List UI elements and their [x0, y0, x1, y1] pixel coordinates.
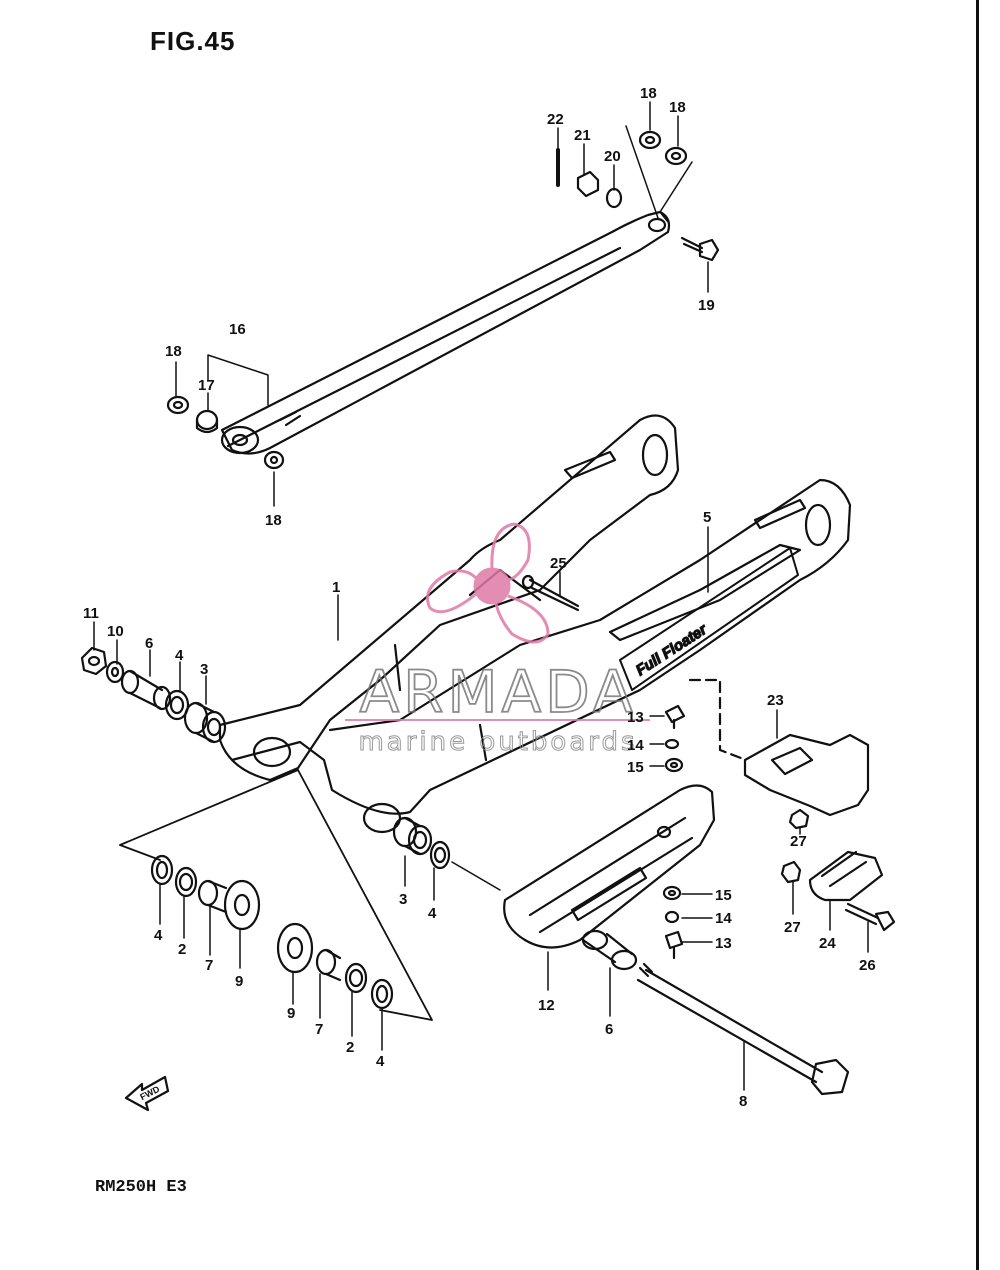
- label-7: 7: [315, 1021, 323, 1038]
- label-5: 5: [703, 509, 711, 526]
- label-14: 14: [627, 737, 644, 754]
- label-4: 4: [175, 647, 184, 664]
- label-12: 12: [538, 997, 555, 1014]
- label-6: 6: [605, 1021, 613, 1038]
- label-2: 2: [178, 941, 186, 958]
- bolt-27a: [788, 808, 810, 830]
- label-8: 8: [739, 1093, 747, 1110]
- watermark-brand: ARMADA: [359, 658, 636, 726]
- seal-18c: [166, 395, 190, 415]
- race-2b: [344, 962, 368, 994]
- model-code: RM250H E3: [95, 1178, 187, 1197]
- label-10: 10: [107, 623, 124, 640]
- axle-bolt-8: [636, 962, 850, 1096]
- washer-9a: [223, 879, 261, 931]
- watermark: ARMADA marine outboards: [345, 522, 650, 758]
- bolt-25: [521, 574, 580, 612]
- seal-4a: [164, 689, 190, 721]
- bearing-3b: [392, 816, 433, 856]
- watermark-tagline: marine outboards: [358, 727, 637, 757]
- propeller-logo-icon: [426, 522, 550, 644]
- label-4: 4: [154, 927, 163, 944]
- label-15: 15: [627, 759, 644, 776]
- label-7: 7: [205, 957, 213, 974]
- chain-guide-24: [808, 850, 884, 902]
- label-14: 14: [715, 910, 732, 927]
- leader-lines: [93, 101, 869, 1091]
- bolt-13b: [664, 930, 684, 960]
- label-2: 2: [346, 1039, 354, 1056]
- race-2a: [174, 866, 198, 898]
- label-21: 21: [574, 127, 591, 144]
- bearing-3a: [183, 701, 227, 744]
- label-15: 15: [715, 887, 732, 904]
- collar-6a: [120, 669, 172, 711]
- label-1: 1: [332, 579, 340, 596]
- label-13: 13: [715, 935, 732, 952]
- seal-4d: [370, 978, 394, 1010]
- washer-15b: [662, 885, 682, 901]
- label-22: 22: [547, 111, 564, 128]
- label-17: 17: [198, 377, 215, 394]
- label-4: 4: [376, 1053, 385, 1070]
- label-26: 26: [859, 957, 876, 974]
- washer-9b: [276, 922, 314, 974]
- label-3: 3: [200, 661, 208, 678]
- label-18: 18: [640, 85, 657, 102]
- figure-title: FIG.45: [150, 26, 236, 56]
- nut-14b: [664, 910, 680, 924]
- label-23: 23: [767, 692, 784, 709]
- label-13: 13: [627, 709, 644, 726]
- cushion-lever-12: [503, 784, 716, 949]
- link-rod: [220, 210, 671, 455]
- bolt-26: [844, 902, 896, 932]
- label-27: 27: [790, 833, 807, 850]
- label-16: 16: [229, 321, 246, 338]
- seal-18d: [263, 450, 285, 470]
- nut-27b: [780, 860, 802, 884]
- label-6: 6: [145, 635, 153, 652]
- label-11: 11: [83, 605, 99, 622]
- spacer-7b: [315, 948, 342, 982]
- label-27: 27: [784, 919, 801, 936]
- label-20: 20: [604, 148, 621, 165]
- label-25: 25: [550, 555, 567, 572]
- label-4: 4: [428, 905, 437, 922]
- bolt-19: [680, 236, 720, 262]
- bolt-13a: [664, 704, 686, 730]
- seal-4c: [150, 854, 174, 886]
- spacer-7a: [197, 879, 228, 914]
- label-3: 3: [399, 891, 407, 908]
- nut-14a: [664, 738, 680, 750]
- label-9: 9: [287, 1005, 295, 1022]
- label-9: 9: [235, 973, 243, 990]
- seal-18a: [638, 130, 662, 150]
- full-floater-decal: [619, 547, 799, 691]
- seal-4b: [429, 840, 451, 870]
- label-18: 18: [669, 99, 686, 116]
- nut-11: [80, 646, 108, 676]
- chain-guide-23: [688, 678, 870, 817]
- seal-18b: [664, 146, 688, 166]
- label-18: 18: [165, 343, 182, 360]
- label-24: 24: [819, 935, 836, 952]
- nut-21: [576, 170, 600, 198]
- fwd-arrow-icon: [124, 1075, 170, 1112]
- washer-15a: [664, 757, 684, 773]
- bushing-17: [195, 409, 219, 434]
- washer-10: [105, 660, 125, 684]
- label-18: 18: [265, 512, 282, 529]
- washer-20: [605, 187, 623, 209]
- label-19: 19: [698, 297, 715, 314]
- collar-6b: [581, 929, 638, 971]
- page-border-line: [976, 0, 979, 1270]
- swingarm: [218, 414, 852, 834]
